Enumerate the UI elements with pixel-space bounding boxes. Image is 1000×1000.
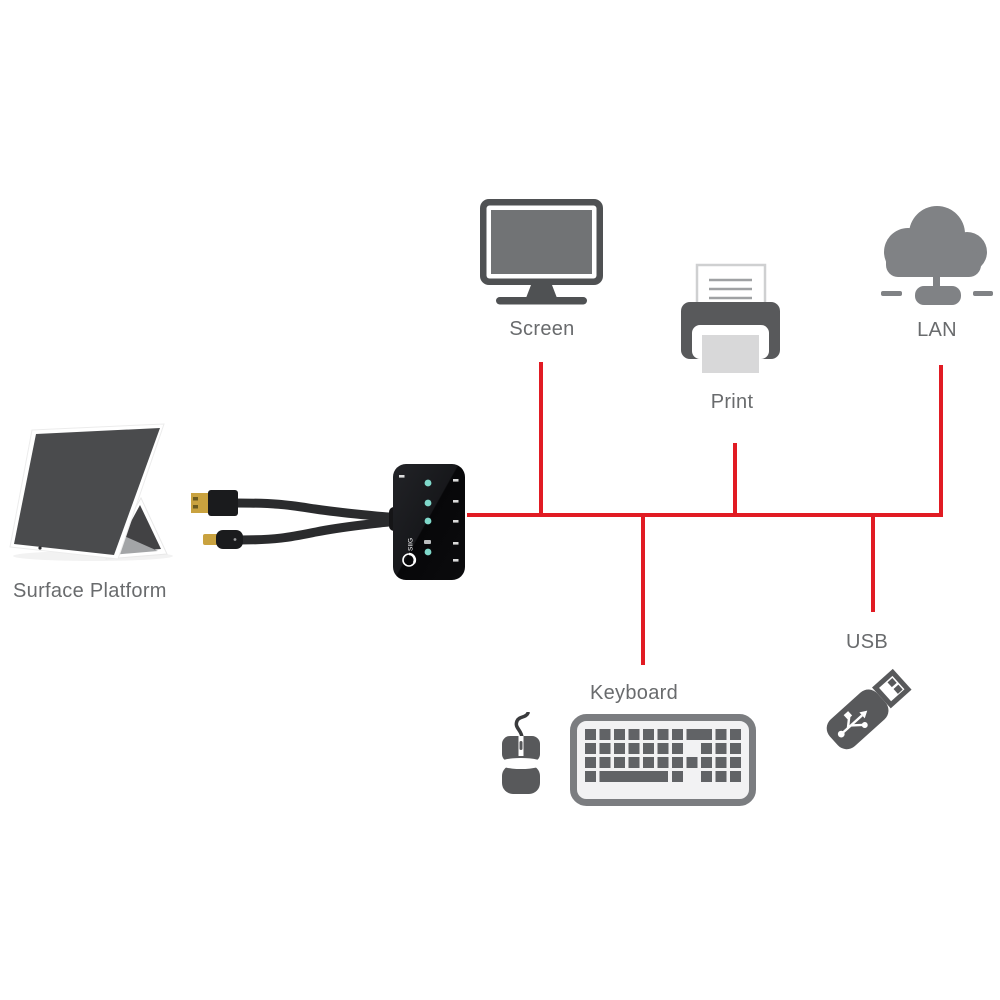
mini-dp-connector-icon [203,530,243,549]
keyboard-icon [570,714,756,806]
usb-trident-symbol [837,710,868,738]
cloud-lan-icon [881,206,993,305]
hub-cables [191,490,409,549]
siig-logo-text: SIIG [408,538,415,551]
print-label: Print [710,391,754,413]
status-led-lights [424,479,432,556]
lan-label: LAN [917,319,957,341]
usb-cable [230,498,406,523]
monitor-icon [480,199,603,305]
connection-line-screen [539,362,543,513]
mouse-icon [500,712,544,794]
surface-platform-label: Surface Platform [13,580,167,602]
video-cable [234,516,406,545]
dock-hub-icon: SIIG [393,464,465,580]
connection-line-print [733,443,737,513]
usb-label: USB [845,631,889,653]
keyboard-keys [585,729,741,782]
connection-line-lan [939,365,943,517]
siig-logo: SIIG [402,538,417,567]
screen-label: Screen [509,318,575,340]
usb-a-connector-icon [191,490,238,516]
connection-line-keyboard [641,517,645,665]
connection-line-main-horizontal [467,513,943,517]
usb-drive-icon [826,668,912,750]
tablet-icon [9,423,173,561]
port-markings [399,475,459,562]
printer-icon [681,263,780,373]
keyboard-label: Keyboard [589,682,679,704]
connection-line-usb [871,517,875,612]
